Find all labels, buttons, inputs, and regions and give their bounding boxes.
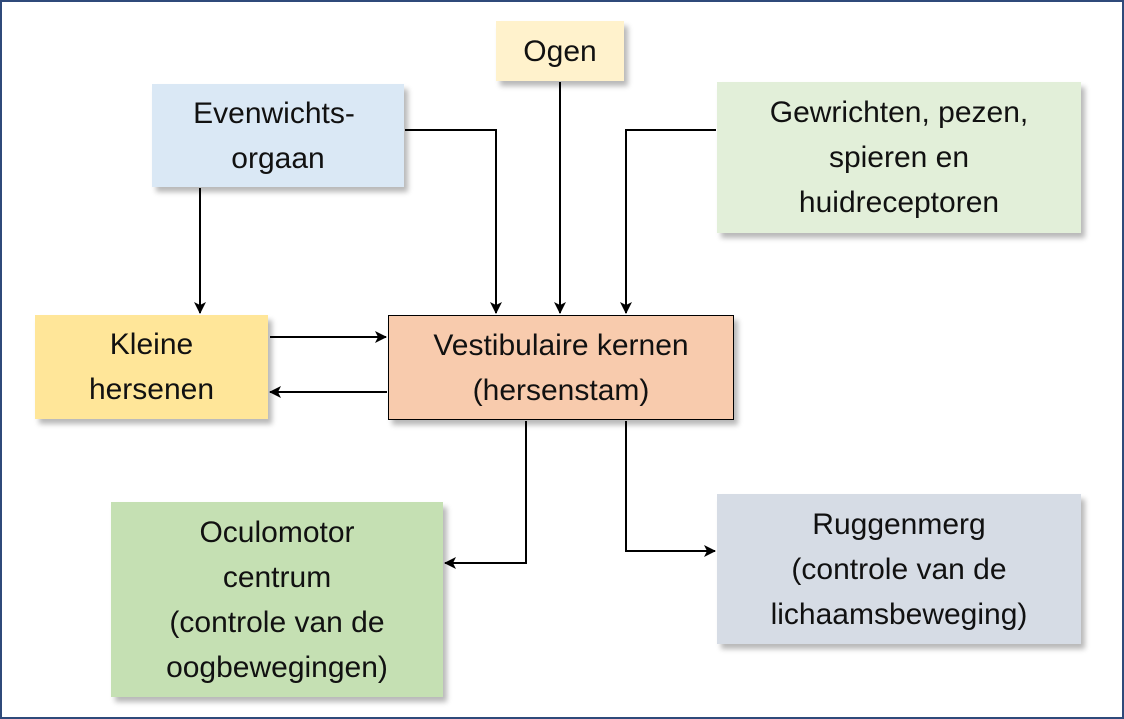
node-vestibulaire-kernen: Vestibulaire kernen (hersenstam) [388, 315, 734, 420]
node-kleine-hersenen-line-1: Kleine [109, 328, 194, 361]
node-oculomotor-line-1: Oculomotor [199, 515, 355, 549]
node-oculomotor-centrum: Oculomotor centrum (controle van de oogb… [111, 502, 443, 697]
node-vestibulaire-line-1: Vestibulaire kernen [433, 328, 689, 362]
node-ruggenmerg: Ruggenmerg (controle van de lichaamsbewe… [717, 494, 1081, 644]
node-evenwichtsorgaan-line-2: orgaan [231, 141, 325, 175]
node-gewrichten-line-2: spieren en [828, 141, 970, 174]
arrow-vestibulaire-to-oculomotor [444, 421, 527, 569]
node-evenwichtsorgaan-line-1: Evenwichts- [193, 96, 355, 130]
node-gewrichten-line-3: huidreceptoren [798, 186, 1000, 219]
node-vestibulaire-line-2: (hersenstam) [472, 373, 650, 407]
arrow-gewrichten-to-vestibulaire [620, 129, 716, 314]
node-ogen-line-1: Ogen [523, 34, 597, 68]
node-ruggenmerg-line-1: Ruggenmerg [812, 507, 986, 541]
node-evenwichtsorgaan: Evenwichts- orgaan [152, 84, 404, 187]
node-gewrichten-line-1: Gewrichten, pezen, [769, 96, 1029, 129]
arrow-vestibulaire-to-ruggenmerg [625, 421, 716, 557]
node-oculomotor-line-4: oogbewegingen) [166, 650, 388, 684]
node-kleine-hersenen: Kleine hersenen [35, 315, 268, 419]
node-ruggenmerg-line-2: (controle van de [791, 552, 1007, 586]
node-ogen: Ogen [496, 21, 624, 81]
node-oculomotor-line-3: (controle van de [169, 605, 385, 639]
node-ruggenmerg-line-3: lichaamsbeweging) [770, 597, 1028, 631]
arrow-evenwicht-to-vestibulaire [405, 129, 502, 314]
node-kleine-hersenen-line-2: hersenen [88, 373, 215, 406]
node-gewrichten: Gewrichten, pezen, spieren en huidrecept… [717, 82, 1081, 233]
node-oculomotor-line-2: centrum [222, 560, 332, 594]
